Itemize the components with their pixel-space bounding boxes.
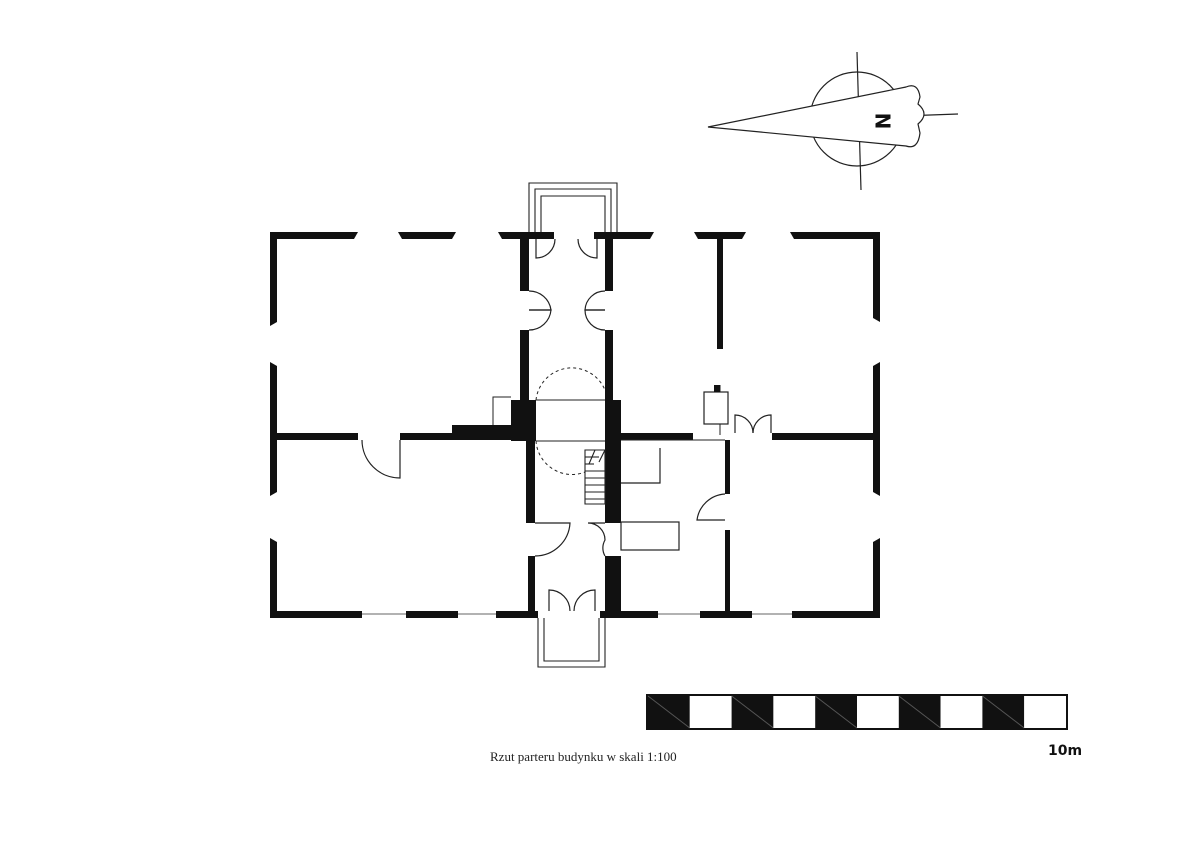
exterior-wall-west: [270, 232, 277, 618]
wall-segment: [621, 433, 693, 440]
wall-segment: [270, 232, 358, 239]
doors: [361, 238, 772, 612]
exterior-wall-east: [873, 232, 880, 618]
wall-segment: [520, 330, 529, 400]
kitchen-counter: [620, 521, 680, 551]
wall-segment: [605, 239, 613, 291]
wall-segment: [400, 433, 511, 440]
wall-segment: [398, 232, 456, 239]
door-south-porch-left: [548, 589, 571, 612]
wall-segment: [270, 611, 362, 618]
door-west-room: [361, 439, 401, 479]
chimney-stack: [492, 396, 511, 425]
wall-segment: [520, 239, 529, 291]
door-north-porch-right: [577, 238, 598, 259]
drawing-caption: Rzut parteru budynku w skali 1:100: [490, 749, 677, 764]
north-arrow: N: [707, 51, 959, 191]
north-arrow-needle: [707, 85, 925, 148]
heater-top: [714, 385, 720, 392]
scale-bar-hatch: [814, 695, 858, 729]
wall-segment: [873, 232, 880, 322]
heater-box: [703, 391, 729, 425]
porch-north: [528, 182, 618, 232]
kitchen-unit: [621, 448, 661, 484]
wall-segment: [605, 441, 621, 523]
door-south-porch-right: [573, 589, 596, 612]
floor-plan: [270, 182, 880, 668]
door-vestibule-right: [584, 290, 606, 311]
wall-segment: [277, 433, 358, 440]
wall-segment: [605, 330, 613, 400]
door-vestibule-left: [528, 290, 552, 311]
door-corridor-east: [587, 522, 606, 557]
wall-segment: [700, 611, 752, 618]
wall-segment: [790, 232, 880, 239]
scale-bar-segment: [857, 696, 899, 728]
scale-bar-label: 10m: [1048, 743, 1083, 759]
door-east-small-right: [752, 414, 772, 434]
wall-segment: [792, 611, 880, 618]
wall-segment: [873, 538, 880, 618]
north-arrow-letter: N: [872, 113, 896, 130]
fixture-lines: [492, 385, 725, 442]
wall-segment: [694, 232, 746, 239]
scale-bar-segment: [689, 696, 732, 728]
door-vestibule-left-b: [528, 309, 552, 331]
exterior-wall-south: [270, 611, 880, 618]
wall-segment: [270, 232, 277, 326]
wall-segment: [725, 530, 730, 611]
door-corridor-west: [534, 522, 571, 557]
porch-south: [537, 618, 606, 668]
wall-segment: [452, 425, 511, 433]
overhead-dashed-outline: [535, 367, 606, 475]
wall-segment: [511, 400, 536, 441]
corridor-walls: [511, 239, 621, 611]
door-east-small-left: [734, 414, 754, 434]
wall-segment: [725, 440, 730, 494]
scale-bar-segments: [647, 695, 1066, 729]
wall-segment: [496, 611, 538, 618]
interior-walls: [277, 239, 873, 611]
scale-bar-segment: [940, 696, 983, 728]
wall-segment: [528, 556, 535, 611]
wall-segment: [605, 556, 621, 611]
wall-segment: [498, 232, 554, 239]
scale-bar-segment: [1024, 696, 1066, 728]
door-north-porch-left: [535, 238, 556, 259]
wall-segment: [772, 433, 873, 440]
staircase: [584, 449, 606, 505]
wall-segment: [406, 611, 458, 618]
scale-bar-segment: [773, 696, 816, 728]
wall-segment: [605, 400, 621, 441]
door-vestibule-right-b: [584, 309, 606, 331]
wall-segment: [600, 611, 658, 618]
wall-segment: [717, 239, 723, 349]
wall-segment: [270, 362, 277, 496]
scale-bar-hatch: [647, 695, 691, 729]
scale-bar-hatch: [731, 695, 774, 729]
scale-bar: [646, 694, 1068, 730]
wall-segment: [873, 362, 880, 496]
exterior-wall-north: [270, 232, 880, 239]
wall-segment: [526, 441, 535, 523]
wall-segment: [594, 232, 654, 239]
scale-bar-hatch: [982, 695, 1025, 729]
wall-segment: [270, 538, 277, 618]
scale-bar-hatch: [898, 695, 941, 729]
door-east-room: [696, 493, 726, 521]
